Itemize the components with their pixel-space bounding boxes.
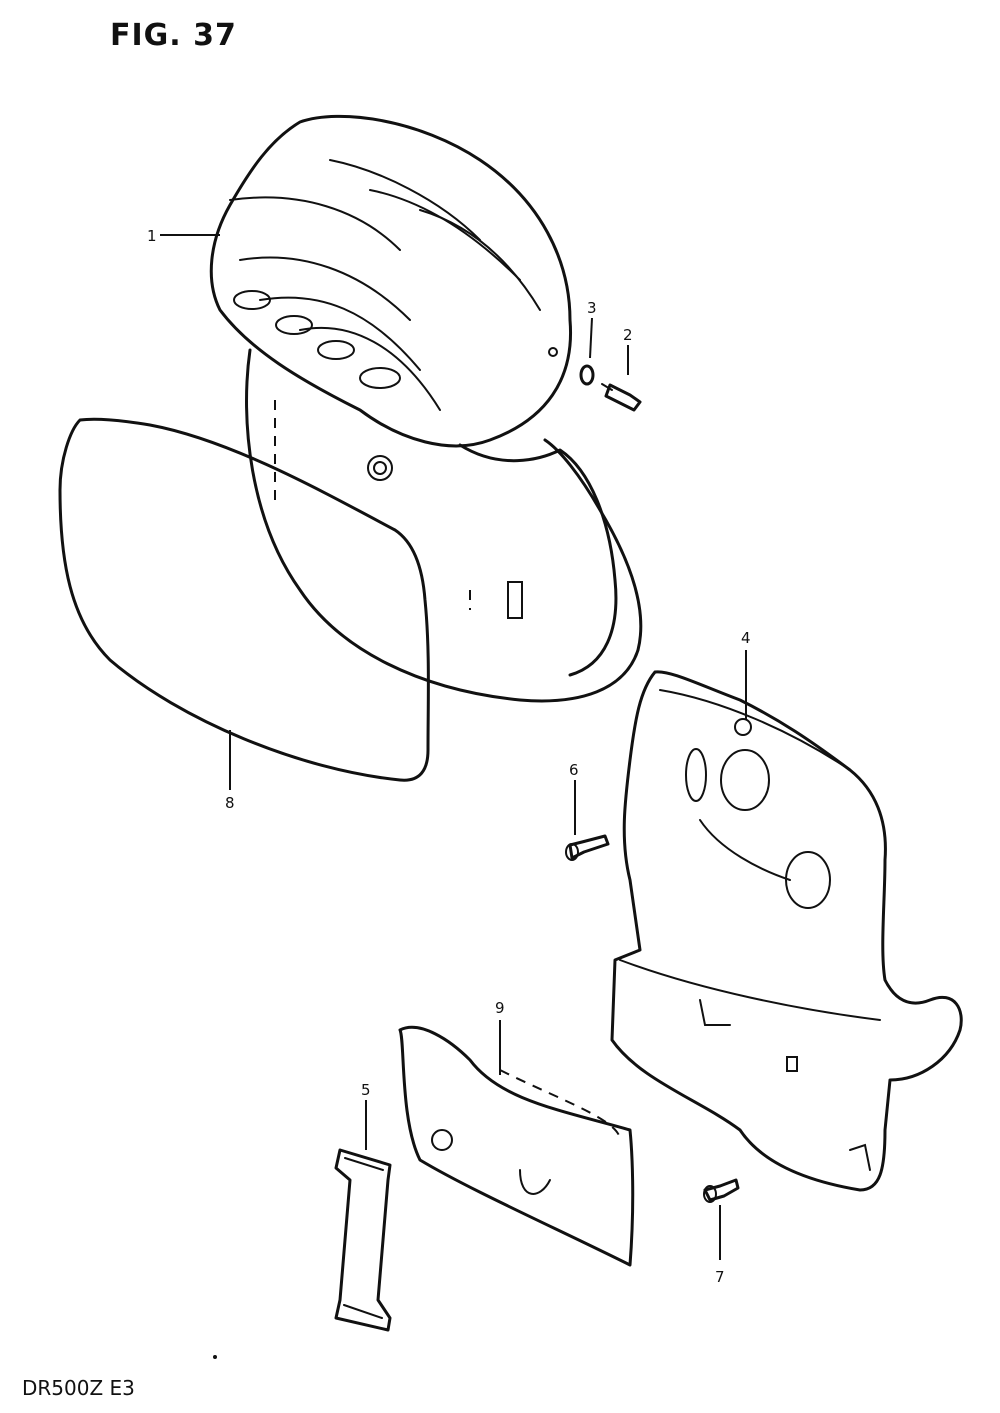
washer-3-part [579, 364, 595, 386]
figure-title: FIG. 37 [110, 18, 237, 53]
headlight-housing-part [209, 114, 643, 703]
callout-leaders [160, 234, 747, 1260]
callout-4: 4 [741, 629, 751, 647]
model-label: DR500Z E3 [22, 1376, 135, 1400]
clip-part [334, 1148, 392, 1332]
plate-part [398, 1025, 635, 1267]
callout-2: 2 [623, 326, 633, 344]
stray-dot [213, 1355, 217, 1359]
callout-9: 9 [495, 999, 505, 1017]
lens-part [58, 417, 430, 782]
screw-6-part [565, 834, 610, 861]
callout-5: 5 [361, 1081, 371, 1099]
callout-8: 8 [225, 794, 235, 812]
callout-6: 6 [569, 761, 579, 779]
screw-2-part [601, 383, 642, 412]
callout-7: 7 [715, 1268, 725, 1286]
callout-3: 3 [587, 299, 597, 317]
callout-1: 1 [147, 227, 157, 245]
bracket-part [610, 670, 963, 1192]
screw-7-part [703, 1178, 740, 1203]
